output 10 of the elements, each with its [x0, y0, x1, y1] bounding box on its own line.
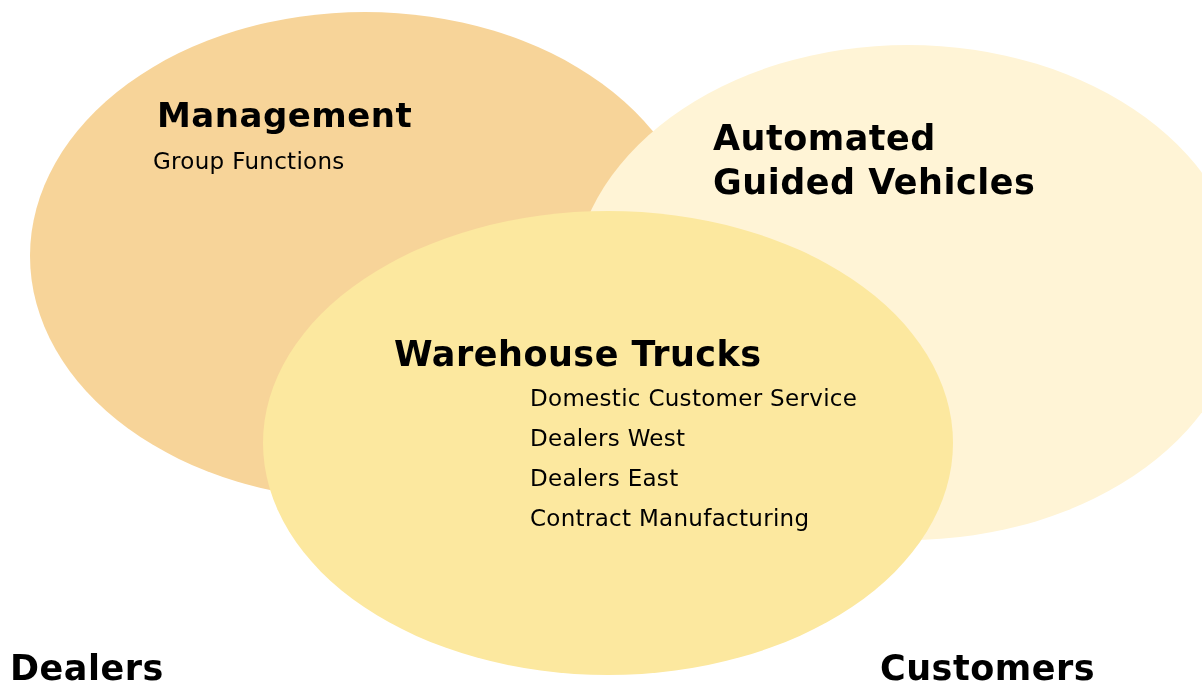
heading-text: Warehouse Trucks — [394, 333, 762, 376]
heading-text: Automated Guided Vehicles — [713, 117, 1037, 205]
item-text: Contract Manufacturing — [530, 505, 810, 533]
group-label: Customers — [880, 648, 1095, 688]
heading-text: Management — [157, 94, 413, 137]
item-text: Dealers East — [530, 465, 679, 493]
item-text: Dealers West — [530, 425, 686, 453]
group-label: Dealers — [10, 648, 164, 688]
item-text: Domestic Customer Service — [530, 385, 858, 413]
item-text: Group Functions — [153, 148, 345, 176]
